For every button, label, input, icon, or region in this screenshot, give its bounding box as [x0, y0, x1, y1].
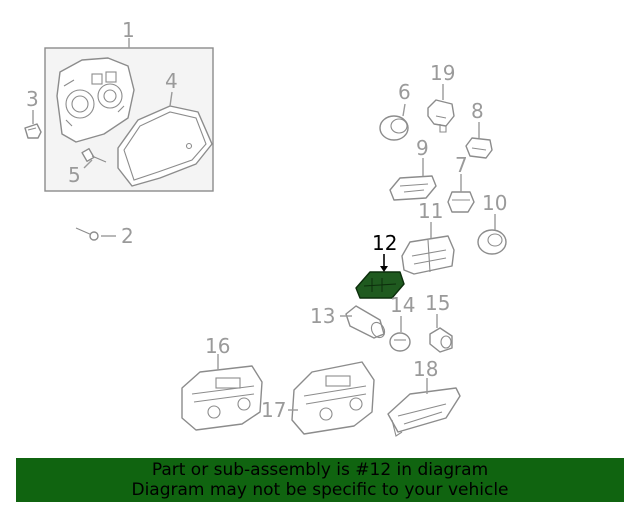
label-7: 7	[455, 153, 468, 177]
label-8: 8	[471, 99, 484, 123]
part-4-cluster-lens[interactable]	[117, 105, 213, 187]
part-14-knob[interactable]	[389, 332, 411, 352]
part-17-climate-control[interactable]	[291, 361, 375, 435]
part-15-knob[interactable]	[429, 327, 453, 353]
label-5: 5	[68, 163, 81, 187]
label-15: 15	[425, 291, 450, 315]
banner-line-1: Part or sub-assembly is #12 in diagram	[151, 460, 489, 480]
part-13-lighter[interactable]	[345, 305, 387, 340]
part-6-knob[interactable]	[379, 115, 409, 141]
label-18: 18	[413, 357, 438, 381]
label-9: 9	[416, 136, 429, 160]
part-12-switch-assembly[interactable]	[355, 271, 405, 299]
part-8-switch[interactable]	[465, 137, 493, 159]
label-14: 14	[390, 293, 415, 317]
label-6: 6	[398, 80, 411, 104]
label-10: 10	[482, 191, 507, 215]
label-11: 11	[418, 199, 443, 223]
part-5-screw[interactable]	[81, 147, 107, 163]
part-19-switch[interactable]	[427, 99, 455, 133]
info-banner: Part or sub-assembly is #12 in diagram D…	[16, 458, 624, 502]
label-3: 3	[26, 87, 39, 111]
label-1: 1	[122, 18, 135, 42]
part-16-climate-control[interactable]	[181, 365, 263, 431]
part-18-module[interactable]	[387, 387, 461, 437]
label-4: 4	[165, 69, 178, 93]
part-7-switch[interactable]	[447, 191, 475, 213]
arrow-12	[380, 266, 388, 272]
label-2: 2	[121, 224, 134, 248]
part-9-bezel[interactable]	[389, 175, 437, 201]
part-3-knob[interactable]	[24, 123, 42, 139]
label-12: 12	[372, 231, 397, 255]
label-17: 17	[261, 398, 286, 422]
banner-line-2: Diagram may not be specific to your vehi…	[131, 480, 509, 500]
part-11-control-module[interactable]	[401, 235, 455, 275]
part-10-knob[interactable]	[477, 229, 507, 255]
label-19: 19	[430, 61, 455, 85]
part-1-instrument-cluster[interactable]	[56, 57, 135, 143]
label-13: 13	[310, 304, 335, 328]
label-16: 16	[205, 334, 230, 358]
part-2-screw[interactable]	[75, 227, 99, 241]
